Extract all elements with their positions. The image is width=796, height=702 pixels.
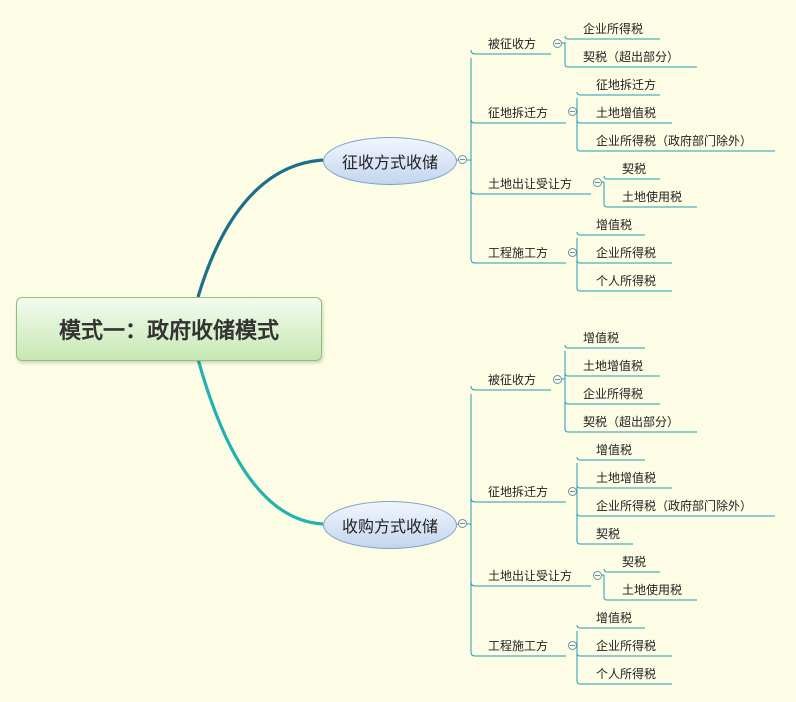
group-underline [470, 497, 566, 503]
item-underline [576, 287, 672, 292]
item-label[interactable]: 企业所得税 [583, 22, 644, 36]
item-label[interactable]: 土地使用税 [622, 583, 683, 597]
collapse-toggle-icon[interactable] [568, 487, 577, 496]
item-label[interactable]: 企业所得税（政府部门除外） [596, 134, 753, 148]
item-underline [564, 63, 697, 68]
group-label[interactable]: 被征收方 [488, 37, 537, 51]
item-underline [576, 91, 660, 96]
item-label[interactable]: 契税 [622, 162, 647, 176]
item-underline [603, 203, 697, 208]
branch-node-purchase[interactable]: 收购方式收储 [323, 501, 457, 549]
group-label[interactable]: 土地出让受让方 [488, 177, 573, 191]
item-label[interactable]: 土地增值税 [583, 359, 644, 373]
item-label[interactable]: 企业所得税 [596, 246, 657, 260]
branch-label: 收购方式收储 [341, 517, 438, 536]
item-underline [564, 400, 660, 405]
item-label[interactable]: 企业所得税（政府部门除外） [596, 499, 753, 513]
item-label[interactable]: 土地增值税 [596, 106, 657, 120]
group-label[interactable]: 征地拆迁方 [488, 485, 549, 499]
group-label[interactable]: 工程施工方 [488, 246, 549, 260]
item-label[interactable]: 企业所得税 [596, 639, 657, 653]
item-underline [576, 624, 645, 629]
item-label[interactable]: 土地使用税 [622, 190, 683, 204]
item-label[interactable]: 增值税 [596, 218, 633, 232]
item-underline [576, 652, 672, 657]
collapse-toggle-icon[interactable] [568, 248, 577, 257]
item-label[interactable]: 企业所得税 [583, 387, 644, 401]
item-underline [564, 35, 660, 40]
branch-node-expropriation[interactable]: 征收方式收储 [323, 137, 457, 185]
item-label[interactable]: 土地增值税 [596, 471, 657, 485]
group-label[interactable]: 土地出让受让方 [488, 569, 573, 583]
group-underline [470, 581, 591, 587]
item-underline [603, 175, 660, 180]
item-underline [564, 372, 660, 377]
item-underline [576, 147, 775, 152]
item-underline [576, 680, 672, 685]
group-label[interactable]: 征地拆迁方 [488, 106, 549, 120]
branch-label: 征收方式收储 [341, 153, 438, 172]
item-label[interactable]: 个人所得税 [596, 667, 657, 681]
item-underline [603, 568, 660, 573]
group-underline [470, 118, 566, 124]
item-underline [576, 484, 672, 489]
collapse-toggle-icon[interactable] [593, 571, 602, 580]
collapse-toggle-icon[interactable] [553, 375, 562, 384]
item-label[interactable]: 契税 [622, 555, 647, 569]
group-underline [470, 385, 551, 391]
item-underline [576, 231, 645, 236]
item-label[interactable]: 个人所得税 [596, 274, 657, 288]
item-label[interactable]: 增值税 [583, 331, 620, 345]
item-label[interactable]: 增值税 [596, 443, 633, 457]
root-connector-bottom [196, 358, 324, 526]
item-underline [564, 344, 645, 349]
item-label[interactable]: 契税（超出部分） [583, 50, 680, 64]
item-underline [576, 512, 775, 517]
item-underline [576, 119, 672, 124]
group-label[interactable]: 工程施工方 [488, 639, 549, 653]
group-underline [470, 258, 566, 264]
root-title: 模式一：政府收储模式 [58, 319, 279, 344]
collapse-toggle-icon[interactable] [458, 155, 467, 164]
item-label[interactable]: 征地拆迁方 [596, 78, 657, 92]
group-underline [470, 49, 551, 55]
item-underline [576, 456, 645, 461]
collapse-toggle-icon[interactable] [553, 39, 562, 48]
item-label[interactable]: 契税 [596, 527, 621, 541]
collapse-toggle-icon[interactable] [458, 519, 467, 528]
root-node[interactable]: 模式一：政府收储模式 [16, 297, 322, 361]
item-underline [576, 540, 633, 545]
item-underline [603, 596, 697, 601]
item-underline [564, 428, 697, 433]
collapse-toggle-icon[interactable] [568, 107, 577, 116]
item-label[interactable]: 契税（超出部分） [583, 415, 680, 429]
collapse-toggle-icon[interactable] [593, 178, 602, 187]
group-label[interactable]: 被征收方 [488, 373, 537, 387]
collapse-toggle-icon[interactable] [568, 641, 577, 650]
item-label[interactable]: 增值税 [596, 611, 633, 625]
item-underline [576, 259, 672, 264]
root-connector-top [196, 158, 324, 298]
group-underline [470, 189, 591, 195]
group-underline [470, 651, 566, 657]
